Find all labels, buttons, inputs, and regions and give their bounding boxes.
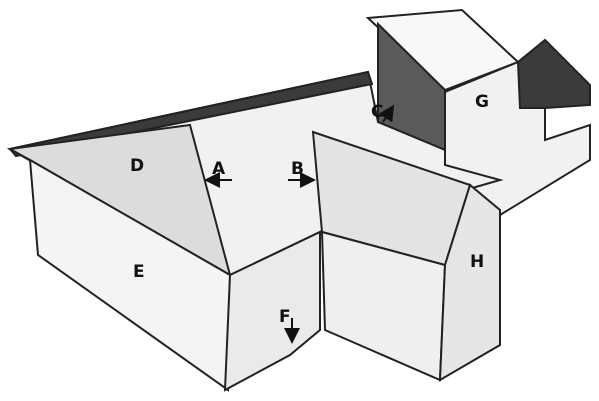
label-a: A bbox=[212, 159, 226, 179]
label-e: E bbox=[133, 262, 145, 282]
upper-right-dark-roof bbox=[518, 40, 590, 108]
label-g: G bbox=[475, 92, 489, 112]
label-f: F bbox=[279, 307, 291, 327]
label-d: D bbox=[130, 156, 144, 176]
label-h: H bbox=[470, 252, 484, 272]
label-c: C bbox=[371, 102, 383, 122]
label-b: B bbox=[291, 159, 304, 179]
